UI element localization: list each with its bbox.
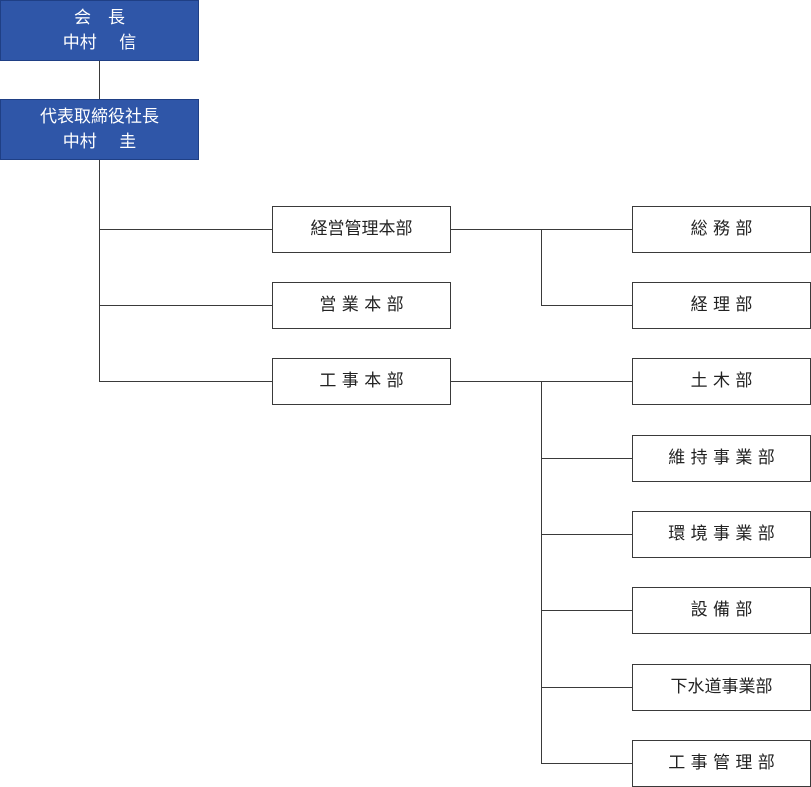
department-box-kankyo-jigyo: 環 境 事 業 部 <box>632 511 811 558</box>
division-box-eigyo: 営 業 本 部 <box>272 282 451 329</box>
connector-to-kojikanri <box>541 763 633 764</box>
division-label: 工 事 本 部 <box>319 371 404 391</box>
connector-to-keiei <box>99 229 272 230</box>
department-box-somu: 総 務 部 <box>632 206 811 253</box>
president-title: 代表取締役社長 <box>40 106 159 127</box>
department-box-doboku: 土 木 部 <box>632 358 811 405</box>
division-label: 営 業 本 部 <box>319 295 404 315</box>
department-label: 維 持 事 業 部 <box>668 448 775 468</box>
department-box-koji-kanri: 工 事 管 理 部 <box>632 740 811 787</box>
department-label: 土 木 部 <box>690 371 753 391</box>
department-box-iji-jigyo: 維 持 事 業 部 <box>632 435 811 482</box>
president-box: 代表取締役社長 中村 圭 <box>0 99 199 160</box>
connector-president-trunk <box>99 160 100 382</box>
department-box-setsubi: 設 備 部 <box>632 587 811 634</box>
chairman-title: 会 長 <box>74 7 125 28</box>
connector-to-kankyo <box>541 534 633 535</box>
connector-to-eigyo <box>99 305 272 306</box>
department-label: 環 境 事 業 部 <box>668 524 775 544</box>
department-label: 下水道事業部 <box>670 677 773 697</box>
chairman-name: 中村 信 <box>62 32 137 53</box>
chairman-box: 会 長 中村 信 <box>0 0 199 61</box>
connector-to-koji <box>99 381 272 382</box>
department-label: 総 務 部 <box>690 219 753 239</box>
president-name: 中村 圭 <box>62 131 137 152</box>
connector-keiei-branch <box>541 229 542 306</box>
connector-to-setsubi <box>541 610 633 611</box>
connector-to-keiri <box>541 305 633 306</box>
division-box-keiei-kanri: 経営管理本部 <box>272 206 451 253</box>
department-label: 設 備 部 <box>690 600 753 620</box>
department-box-keiri: 経 理 部 <box>632 282 811 329</box>
connector-to-iji <box>541 458 633 459</box>
department-label: 経 理 部 <box>690 295 753 315</box>
connector-to-gesuido <box>541 687 633 688</box>
connector-chairman-president <box>99 61 100 99</box>
division-label: 経営管理本部 <box>310 219 413 239</box>
division-box-koji: 工 事 本 部 <box>272 358 451 405</box>
department-label: 工 事 管 理 部 <box>668 753 775 773</box>
department-box-gesuido-jigyo: 下水道事業部 <box>632 664 811 711</box>
connector-koji-branch <box>541 381 542 764</box>
